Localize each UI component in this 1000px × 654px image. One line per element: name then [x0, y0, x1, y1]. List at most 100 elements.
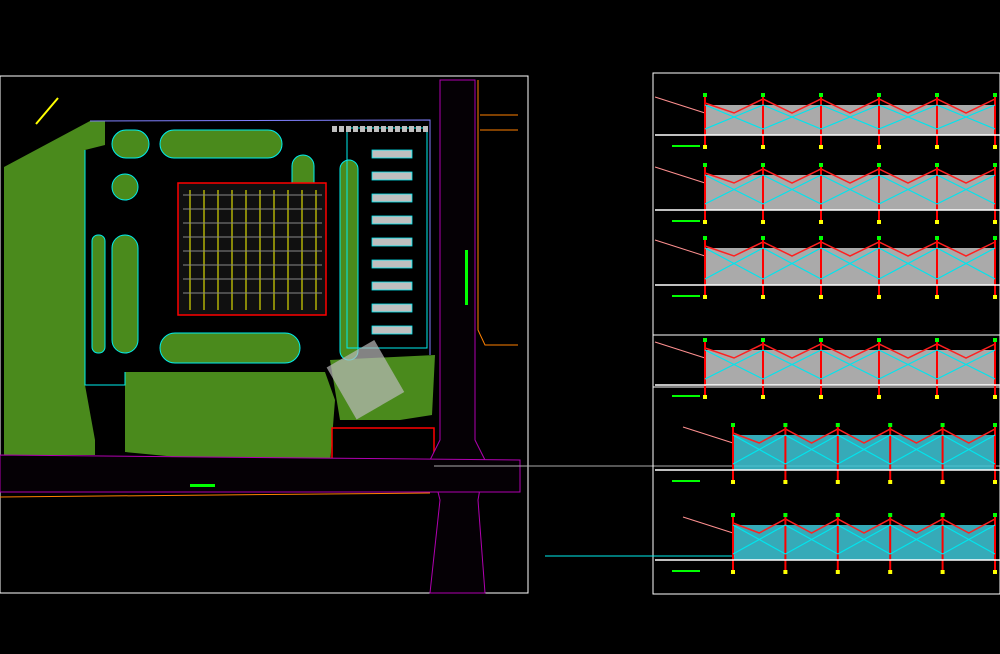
parking-lot: [346, 127, 428, 349]
bracing: [785, 434, 839, 465]
facade: [705, 248, 995, 285]
marker: [877, 338, 881, 342]
footing: [761, 220, 765, 224]
footing: [835, 570, 840, 574]
marker: [703, 236, 707, 240]
scale-bar: [672, 220, 700, 222]
parking-stall: [374, 126, 379, 132]
bracing: [762, 349, 822, 380]
island: [111, 129, 150, 159]
parking-stall: [402, 126, 407, 132]
footing: [940, 570, 945, 574]
road-vertical: [429, 79, 486, 594]
elevation-2: [654, 163, 1000, 224]
footing: [703, 145, 707, 149]
footing: [888, 480, 893, 484]
bracing: [762, 104, 822, 130]
curb: [0, 492, 431, 498]
paved-plaza: [326, 340, 405, 420]
parking-stall: [367, 126, 372, 132]
bracing: [820, 174, 880, 205]
parking-stall: [381, 126, 386, 132]
parking-row: [371, 193, 413, 203]
marker: [935, 93, 939, 97]
marker: [993, 163, 997, 167]
bracing: [820, 104, 880, 130]
footing: [703, 395, 707, 399]
marker: [703, 163, 707, 167]
footing: [819, 295, 823, 299]
scale-bar: [672, 480, 700, 482]
footing: [703, 295, 707, 299]
parking-stall: [339, 126, 344, 132]
bracing: [704, 104, 764, 130]
footing: [993, 570, 997, 574]
footing: [731, 570, 735, 574]
marker: [761, 338, 765, 342]
marker: [783, 513, 788, 517]
marker: [703, 338, 707, 342]
elevations-frame: [652, 72, 1000, 595]
footing: [819, 145, 823, 149]
bracing: [936, 104, 996, 130]
marker: [835, 423, 840, 427]
marker: [783, 423, 788, 427]
bracing: [704, 174, 764, 205]
bracing: [732, 434, 786, 465]
bracing: [889, 524, 943, 555]
bracing: [878, 349, 938, 380]
footing: [819, 220, 823, 224]
island: [159, 129, 283, 159]
footing: [993, 395, 997, 399]
scale-bar: [672, 395, 700, 397]
bracing: [732, 524, 786, 555]
driveway-outline: [84, 150, 126, 386]
footing: [993, 145, 997, 149]
parking-stall: [332, 126, 337, 132]
elevation-4: [654, 338, 1000, 399]
bracing: [762, 247, 822, 280]
facade: [733, 525, 995, 560]
bracing: [837, 524, 891, 555]
marker: [935, 236, 939, 240]
lawn-west: [4, 121, 105, 455]
roof-profile: [704, 343, 996, 359]
bracing: [704, 247, 764, 280]
footing: [935, 295, 939, 299]
elevation-6: [655, 513, 1000, 574]
footing: [877, 295, 881, 299]
footing: [731, 480, 735, 484]
marker: [993, 513, 997, 517]
footing: [761, 295, 765, 299]
island: [91, 234, 106, 354]
parking-row: [371, 215, 413, 225]
parking-row: [371, 171, 413, 181]
elevation-3: [654, 236, 1000, 299]
parking-stall: [423, 126, 428, 132]
site-plan: [0, 75, 1000, 594]
north-arrow: [35, 97, 59, 125]
marker: [835, 513, 840, 517]
parking-row: [371, 325, 413, 335]
bracing: [837, 434, 891, 465]
footing: [877, 220, 881, 224]
bracing: [889, 434, 943, 465]
facade: [705, 175, 995, 210]
site-plan-frame: [0, 75, 529, 594]
parking-row: [371, 281, 413, 291]
elevation-5: [655, 423, 1000, 484]
roof-profile: [732, 428, 996, 444]
road-horizontal: [0, 454, 521, 493]
scale-bar: [672, 295, 700, 297]
marker: [993, 338, 997, 342]
marker: [877, 93, 881, 97]
bracing: [785, 524, 839, 555]
footing: [993, 295, 997, 299]
marker: [819, 338, 823, 342]
roof-profile: [732, 518, 996, 534]
island: [159, 332, 301, 364]
parking-stall: [416, 126, 421, 132]
roof-profile: [704, 168, 996, 184]
bracing: [936, 247, 996, 280]
